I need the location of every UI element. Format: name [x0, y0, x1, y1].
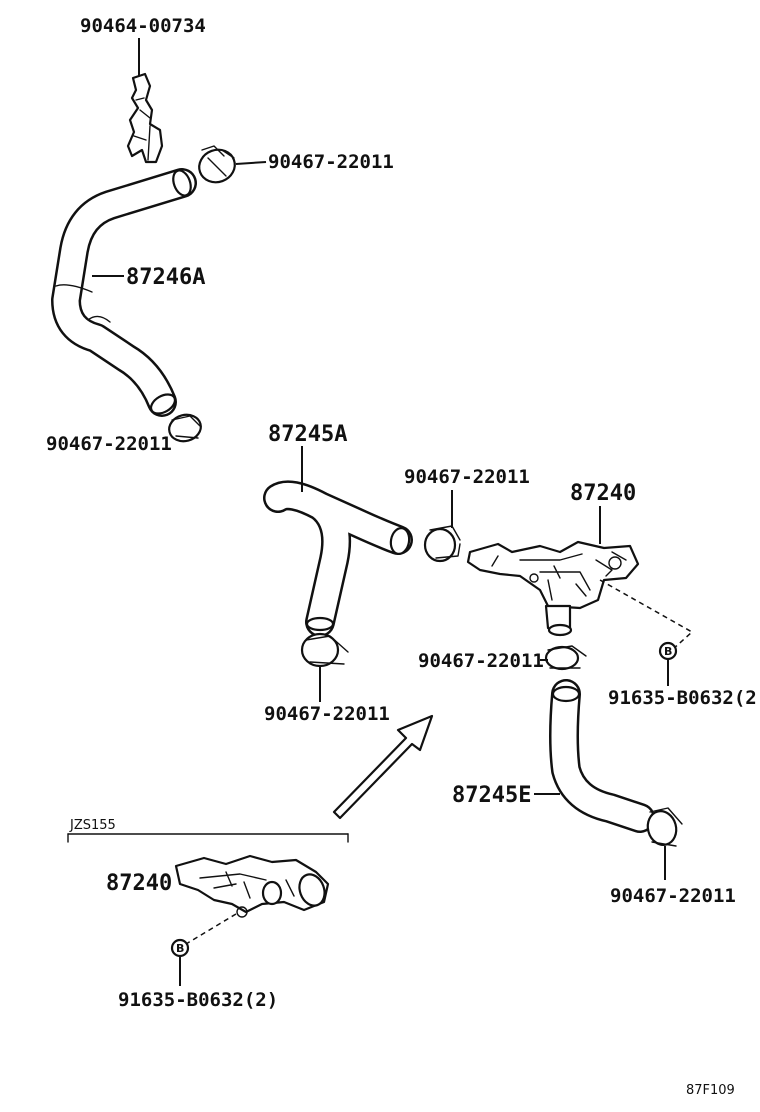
- hose-87246a-drawing: [51, 168, 197, 417]
- dashed-line-valve-bolt: [599, 579, 694, 651]
- arrow-to-main-assembly: [332, 714, 434, 820]
- label-clip-upper-left: 90467-22011: [46, 433, 172, 455]
- label-hose-lower: 87245E: [452, 783, 531, 808]
- label-hose-upper: 87246A: [126, 265, 205, 290]
- variant-bracket: [67, 833, 349, 843]
- label-variant: JZS155: [69, 818, 116, 833]
- label-clip-lower-right: 90467-22011: [610, 885, 736, 907]
- clamp-bracket-drawing: [126, 72, 164, 164]
- label-bolt-variant: 91635-B0632(2): [118, 989, 278, 1011]
- bolt-right-drawing: B: [658, 641, 678, 661]
- hose-clip-upper-left-drawing: [168, 413, 202, 443]
- label-clamp-top: 90464-00734: [80, 15, 206, 37]
- bolt-marker-right: B: [664, 645, 672, 658]
- label-hose-middle: 87245A: [268, 422, 347, 447]
- label-clip-valve-bottom: 90467-22011: [418, 650, 544, 672]
- bolt-variant-drawing: B: [170, 938, 190, 958]
- bolt-marker-variant: B: [176, 942, 184, 955]
- label-valve-main: 87240: [570, 481, 636, 506]
- hose-clip-lower-right-drawing: [646, 807, 683, 847]
- dashed-line-variant-bolt: [185, 913, 237, 945]
- label-clip-top: 90467-22011: [268, 151, 394, 173]
- label-valve-variant: 87240: [106, 871, 172, 896]
- hose-clip-top-drawing: [198, 145, 236, 184]
- hose-clip-middle-bottom-drawing: [300, 632, 349, 668]
- water-valve-variant-drawing: [174, 854, 330, 918]
- label-clip-middle-top: 90467-22011: [404, 466, 530, 488]
- hose-87245a-drawing: [263, 480, 413, 637]
- water-valve-main-drawing: [466, 540, 640, 637]
- label-clip-middle-bottom: 90467-22011: [264, 703, 390, 725]
- label-bolt-right: 91635-B0632(2: [608, 687, 757, 709]
- hose-clip-middle-top-drawing: [423, 525, 461, 563]
- figure-code: 87F109: [686, 1083, 735, 1098]
- hose-clip-valve-bottom-drawing: [544, 645, 587, 671]
- leader-clip-top: [235, 161, 267, 165]
- hose-87245e-drawing: [549, 679, 655, 833]
